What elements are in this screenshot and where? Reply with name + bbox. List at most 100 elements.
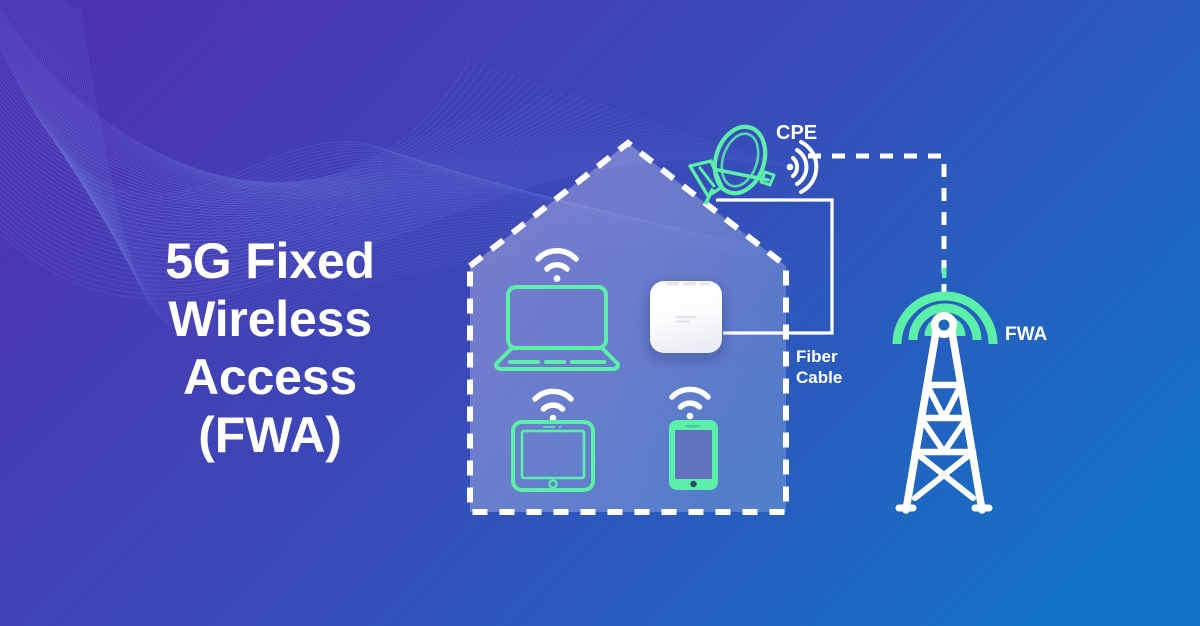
tower-antenna-tip: [942, 268, 947, 278]
mesh-curve: [0, 44, 421, 196]
fiber-cable-label-line1: Fiber: [796, 347, 838, 366]
mesh-curve: [0, 12, 478, 184]
dish-mast: [704, 188, 714, 205]
wifi-icon: [532, 388, 574, 422]
mesh-curve: [0, 128, 676, 231]
mesh-curve: [0, 115, 639, 216]
mesh-curve: [0, 140, 713, 249]
router-device[interactable]: [650, 281, 722, 353]
tower-cross-braces: [912, 382, 976, 501]
mesh-curve: [15, 0, 589, 252]
tablet-screen: [520, 429, 586, 480]
mesh-curve: [0, 34, 515, 188]
page-title: 5G Fixed Wireless Access (FWA): [165, 233, 375, 463]
mesh-curve: [0, 91, 603, 205]
mesh-curve: [0, 39, 522, 189]
mesh-curve: [0, 34, 449, 205]
dish-mount-brace: [698, 166, 716, 188]
cpe-label: CPE: [776, 122, 817, 144]
mesh-curve: [0, 8, 471, 183]
fiber-cable-label-line2: Cable: [796, 368, 842, 387]
mesh-curve: [0, 130, 683, 235]
mesh-curve: [0, 137, 705, 245]
tablet-body: [511, 420, 595, 492]
fwa-label: FWA: [1005, 324, 1047, 345]
tower-hub-hole: [938, 319, 950, 331]
phone-screen: [675, 430, 712, 479]
mesh-curve: [0, 21, 493, 186]
mesh-curve: [28, 0, 645, 270]
laptop-device[interactable]: [494, 248, 620, 371]
mesh-curve: [0, 48, 537, 191]
satellite-dish-icon[interactable]: [688, 120, 776, 205]
smartphone-device[interactable]: [669, 386, 718, 490]
mesh-curve: [11, 0, 570, 245]
mesh-curve: [0, 101, 617, 209]
mesh-curve: [0, 146, 735, 261]
signal-arc-3: [799, 140, 819, 194]
mesh-curve: [0, 118, 647, 219]
mesh-curve: [26, 0, 635, 267]
mesh-curve: [47, 0, 719, 294]
mesh-curve: [0, 135, 698, 241]
dish-feed-horn: [759, 170, 776, 187]
mesh-curve: [44, 0, 710, 291]
router-logo: [676, 316, 696, 323]
wireless-link-path: [808, 153, 947, 300]
house-outline: [467, 139, 789, 515]
laptop-base: [494, 346, 620, 371]
mesh-curve: [7, 0, 551, 239]
mesh-curve: [0, 17, 486, 185]
mesh-curve: [13, 0, 579, 248]
mesh-curve: [5, 0, 542, 236]
tablet-home-button: [548, 479, 558, 489]
mesh-curve: [0, 123, 661, 225]
cpe-signal-waves: [786, 140, 819, 194]
mesh-curve: [37, 0, 682, 282]
mesh-curve: [0, 30, 507, 187]
mesh-curve: [42, 0, 701, 288]
mesh-curve: [18, 0, 598, 255]
signal-dot: [786, 163, 794, 171]
mesh-curve: [0, 37, 439, 202]
mesh-curve: [0, 86, 595, 203]
mesh-curve: [20, 0, 607, 258]
mesh-curve: [0, 111, 632, 214]
wifi-icon: [669, 386, 711, 420]
tower-ring-3: [892, 291, 998, 345]
mesh-curve: [0, 145, 727, 257]
mesh-curve: [0, 67, 566, 196]
mesh-curve: [0, 106, 625, 211]
tower-ring-2: [908, 303, 982, 341]
mesh-curve: [0, 26, 467, 212]
mesh-curve: [0, 125, 669, 228]
mesh-curve: [24, 0, 626, 264]
tablet-device[interactable]: [511, 388, 595, 492]
mesh-curve: [0, 57, 551, 194]
mesh-curve: [0, 25, 500, 186]
mesh-curve: [0, 10, 495, 221]
mesh-curve: [22, 0, 617, 261]
house-fill: [470, 143, 786, 512]
mesh-curve: [0, 142, 720, 253]
mesh-curve: [0, 53, 544, 192]
house-dashed-border: [467, 139, 789, 515]
cell-tower-icon[interactable]: [892, 268, 998, 514]
mesh-curve: [0, 41, 430, 199]
mesh-curve: [3, 0, 533, 233]
router-vents: [666, 282, 710, 286]
mesh-curve: [0, 0, 514, 227]
mesh-curve: [0, 76, 581, 199]
phone-home-button: [690, 480, 697, 488]
wireless-link-cpe-to-tower: [808, 153, 947, 300]
mesh-curve: [40, 0, 691, 285]
mesh-curve: [0, 96, 610, 207]
mesh-curve: [0, 30, 458, 208]
dish-outer: [712, 124, 768, 196]
mesh-curve: [0, 120, 654, 222]
dish-feed-arm: [716, 168, 770, 182]
fiber-cable-path: [716, 198, 834, 335]
